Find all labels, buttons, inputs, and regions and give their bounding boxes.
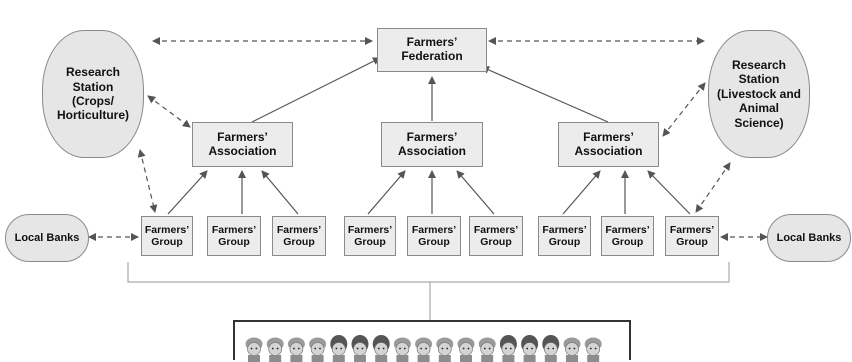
association-line1: Farmers’ [208,131,276,145]
person-figure-icon [542,335,559,362]
farmers-group-box-1: Farmers’Group [141,216,193,256]
station-line1: Research [57,65,129,79]
farmers-group-box-4: Farmers’Group [344,216,396,256]
bank-label: Local Banks [15,232,80,244]
arrow-assoc1-federation [252,58,380,122]
person-figure-icon [246,338,263,362]
station-line4: Animal [717,101,801,115]
group-line2: Group [277,236,321,248]
farmers-association-box-3: Farmers’ Association [558,122,659,167]
association-line1: Farmers’ [574,131,642,145]
group-line2: Group [212,236,256,248]
farmers-group-box-2: Farmers’Group [207,216,261,256]
station-line3: (Crops/ [57,94,129,108]
farmers-group-box-5: Farmers’Group [407,216,461,256]
person-figure-icon [330,335,347,362]
arrow-group6-assoc2 [457,171,494,214]
group-line2: Group [542,236,586,248]
person-figure-icon [458,338,475,362]
groups-bracket [128,262,729,320]
group-line1: Farmers’ [670,224,714,236]
farmers-association-box-2: Farmers’ Association [381,122,483,167]
station-line5: Science) [717,116,801,130]
arrow-group1-assoc1 [168,171,207,214]
group-line1: Farmers’ [474,224,518,236]
station-line1: Research [717,58,801,72]
group-line1: Farmers’ [212,224,256,236]
arrow-assoc3-federation [482,67,608,122]
farmers-group-box-3: Farmers’Group [272,216,326,256]
station-line2: Station [57,80,129,94]
group-line1: Farmers’ [605,224,649,236]
person-figure-icon [436,338,453,362]
person-figure-icon [415,338,432,362]
federation-line1: Farmers’ [401,36,462,50]
group-line2: Group [412,236,456,248]
group-line2: Group [474,236,518,248]
arrow-group7-assoc3 [563,171,600,214]
person-figure-icon [479,338,496,362]
farmers-group-box-6: Farmers’Group [469,216,523,256]
link-research-right-assoc3 [663,83,705,136]
group-line1: Farmers’ [348,224,392,236]
farmers-group-box-8: Farmers’Group [601,216,654,256]
person-figure-icon [500,335,517,362]
association-line2: Association [208,145,276,159]
group-line2: Group [145,236,189,248]
people-figures [235,322,629,362]
farmers-group-box-9: Farmers’Group [665,216,719,256]
bank-label: Local Banks [777,232,842,244]
local-banks-right: Local Banks [767,214,851,262]
group-line1: Farmers’ [145,224,189,236]
person-figure-icon [267,338,284,362]
station-line4: Horticulture) [57,108,129,122]
association-line1: Farmers’ [398,131,466,145]
person-figure-icon [373,335,390,362]
link-research-left-group1 [140,150,155,212]
group-line1: Farmers’ [412,224,456,236]
person-figure-icon [352,335,369,362]
person-figure-icon [309,338,326,362]
research-station-crops: Research Station (Crops/ Horticulture) [42,30,144,158]
association-line2: Association [574,145,642,159]
person-figure-icon [521,335,538,362]
group-line1: Farmers’ [542,224,586,236]
federation-line2: Federation [401,50,462,64]
group-line1: Farmers’ [277,224,321,236]
link-research-right-group9 [696,163,730,212]
research-station-livestock: Research Station (Livestock and Animal S… [708,30,810,158]
farmers-people-illustration [233,320,631,360]
farmers-federation-box: Farmers’ Federation [377,28,487,72]
association-line2: Association [398,145,466,159]
farmers-association-box-1: Farmers’ Association [192,122,293,167]
person-figure-icon [288,338,305,362]
group-line2: Group [670,236,714,248]
link-research-left-assoc1 [148,96,190,127]
group-line2: Group [605,236,649,248]
station-line3: (Livestock and [717,87,801,101]
group-line2: Group [348,236,392,248]
farmers-group-box-7: Farmers’Group [538,216,591,256]
person-figure-icon [564,338,581,362]
local-banks-left: Local Banks [5,214,89,262]
arrow-group3-assoc1 [262,171,298,214]
person-figure-icon [585,338,602,362]
person-figure-icon [394,338,411,362]
arrow-group9-assoc3 [648,171,690,214]
arrow-group4-assoc2 [368,171,405,214]
station-line2: Station [717,72,801,86]
